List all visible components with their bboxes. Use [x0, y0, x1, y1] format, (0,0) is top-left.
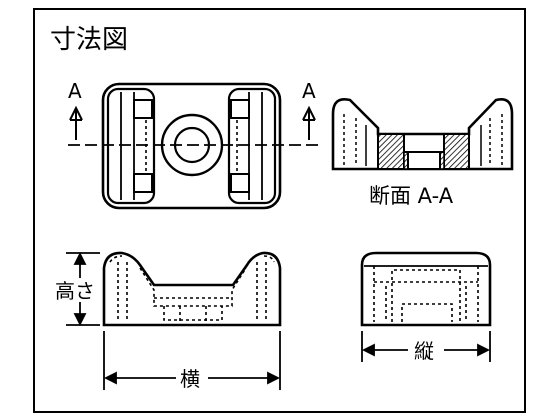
top-view — [101, 82, 282, 210]
section-letter-left: A — [68, 79, 82, 103]
width-label: 横 — [180, 367, 200, 391]
section-hatch-right — [443, 133, 470, 170]
top-view-outline — [101, 82, 282, 210]
section-arrow-left — [69, 105, 83, 140]
top-view-right-flange — [227, 87, 277, 205]
section-arrow-right — [302, 105, 316, 140]
side-view — [360, 251, 492, 327]
height-dimension — [66, 251, 100, 327]
height-label: 高さ — [55, 279, 95, 303]
section-hatch-left — [377, 133, 405, 170]
section-view — [331, 98, 514, 171]
depth-dimension — [361, 331, 491, 362]
depth-label: 縦 — [414, 339, 434, 363]
width-dimension — [103, 331, 281, 390]
front-view — [102, 251, 282, 327]
front-view-outline — [102, 251, 282, 327]
side-view-outline — [360, 251, 492, 327]
drawing-title: 寸法図 — [50, 25, 128, 55]
top-view-left-flange — [106, 87, 156, 205]
section-letter-right: A — [302, 79, 316, 103]
section-caption: 断面 A-A — [369, 184, 454, 208]
